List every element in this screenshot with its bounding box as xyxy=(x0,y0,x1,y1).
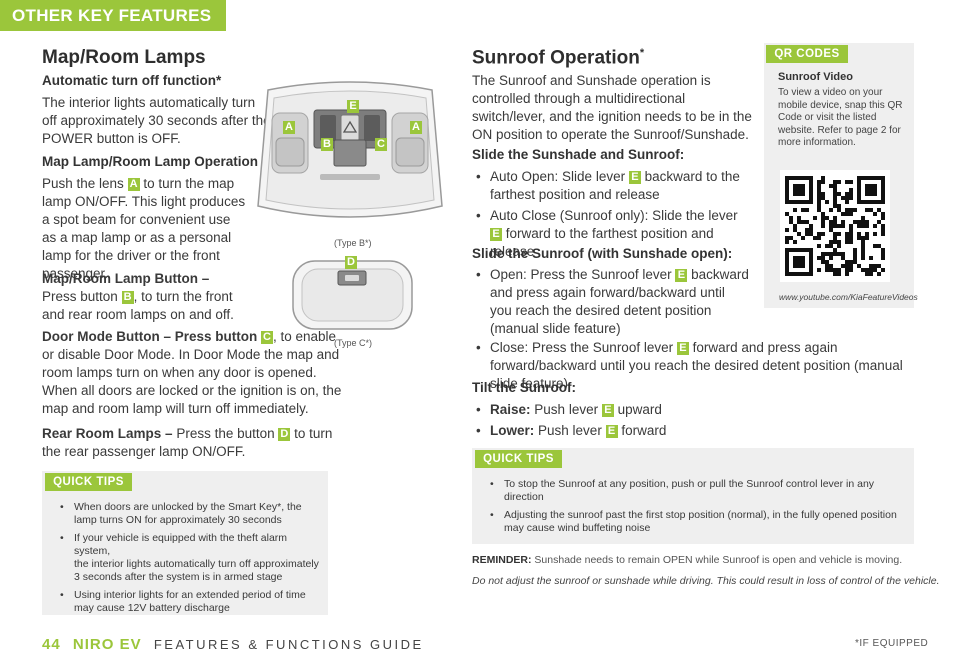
callout-badge-c: C xyxy=(261,331,274,344)
qr-instructions: To view a video on your mobile device, s… xyxy=(778,87,903,148)
list-item: • Raise: Push lever E upward xyxy=(476,402,662,417)
map-lamp-operation-heading: Map Lamp/Room Lamp Operation xyxy=(42,154,259,169)
page-number: 44 xyxy=(42,636,61,653)
model-name: NIRO EV xyxy=(72,636,142,653)
figure-label-e: E xyxy=(347,100,359,113)
callout-badge-b: B xyxy=(121,291,134,304)
figure-label-a-right: A xyxy=(410,121,422,134)
slide-sunroof-open-item: • Open: Press the Sunroof lever E backwa… xyxy=(476,266,750,338)
figure-label-c: C xyxy=(375,138,387,151)
quick-tips-label-left: QUICK TIPS xyxy=(45,473,132,491)
qr-code-frame xyxy=(780,170,890,282)
driving-warning: Do not adjust the sunroof or sunshade wh… xyxy=(472,575,940,587)
qr-url[interactable]: www.youtube.com/KiaFeatureVideos xyxy=(779,292,918,302)
qr-video-title: Sunroof Video xyxy=(778,71,853,83)
figure-label-d: D xyxy=(345,256,357,269)
figure-caption-type-b: (Type B*) xyxy=(334,238,372,248)
quick-tip-item: • Adjusting the sunroof past the first s… xyxy=(490,509,897,534)
sunroof-operation-title: Sunroof Operation* xyxy=(472,47,645,69)
list-item: • Close: Press the Sunroof lever E forwa… xyxy=(476,340,903,391)
slide-sunroof-close-item: • Close: Press the Sunroof lever E forwa… xyxy=(476,339,916,393)
if-equipped-note: *IF EQUIPPED xyxy=(855,638,929,649)
tilt-sunroof-list: • Raise: Push lever E upward • Lower: Pu… xyxy=(476,401,776,440)
quick-tips-box-left xyxy=(42,471,328,615)
quick-tip-item: • To stop the Sunroof at any position, p… xyxy=(490,478,875,503)
slide-sunshade-list: • Auto Open: Slide lever E backward to t… xyxy=(476,168,752,261)
tilt-sunroof-heading: Tilt the Sunroof: xyxy=(472,380,576,395)
map-room-lamps-title: Map/Room Lamps xyxy=(42,47,206,68)
quick-tips-list-right: • To stop the Sunroof at any position, p… xyxy=(490,478,910,535)
callout-badge-d: D xyxy=(278,428,291,441)
quick-tips-label-right: QUICK TIPS xyxy=(475,450,562,468)
sunroof-intro: The Sunroof and Sunshade operation is co… xyxy=(472,73,752,142)
quick-tips-list-left: • When doors are unlocked by the Smart K… xyxy=(60,501,325,615)
guide-title: FEATURES & FUNCTIONS GUIDE xyxy=(153,637,424,652)
rear-room-lamp-illustration xyxy=(292,260,413,330)
quick-tip-item: • If your vehicle is equipped with the t… xyxy=(60,532,319,583)
slide-sunshade-heading: Slide the Sunshade and Sunroof: xyxy=(472,147,685,162)
list-item: • Auto Open: Slide lever E backward to t… xyxy=(476,169,740,202)
figure-caption-type-c: (Type C*) xyxy=(334,338,373,348)
list-item: • Lower: Push lever E forward xyxy=(476,423,667,438)
callout-badge-a: A xyxy=(127,178,140,191)
quick-tip-item: • Using interior lights for an extended … xyxy=(60,589,306,614)
map-lamp-operation-body: Push the lens A to turn the map lamp ON/… xyxy=(42,176,246,281)
qr-codes-label: QR CODES xyxy=(766,45,848,63)
reminder-note: REMINDER: Sunshade needs to remain OPEN … xyxy=(472,554,903,566)
list-item: • Auto Close (Sunroof only): Slide the l… xyxy=(476,208,738,259)
door-mode-text: Door Mode Button – Press button C, to en… xyxy=(42,329,342,416)
quick-tip-item: • When doors are unlocked by the Smart K… xyxy=(60,501,302,526)
figure-label-a-left: A xyxy=(283,121,295,134)
auto-turn-off-body: The interior lights automatically turn o… xyxy=(42,95,271,146)
slide-sunroof-heading: Slide the Sunroof (with Sunshade open): xyxy=(472,246,733,261)
figure-label-b: B xyxy=(321,138,333,151)
section-header-tab: OTHER KEY FEATURES xyxy=(0,0,226,31)
page-footer: 44 NIRO EV FEATURES & FUNCTIONS GUIDE xyxy=(42,636,424,653)
list-item: • Open: Press the Sunroof lever E backwa… xyxy=(476,267,749,336)
rear-room-lamps-text: Rear Room Lamps – Press the button D to … xyxy=(42,426,333,459)
map-room-lamp-button-text: Map/Room Lamp Button – Press button B, t… xyxy=(42,271,234,322)
qr-code-image[interactable] xyxy=(780,170,890,282)
auto-turn-off-heading: Automatic turn off function* xyxy=(42,73,222,88)
